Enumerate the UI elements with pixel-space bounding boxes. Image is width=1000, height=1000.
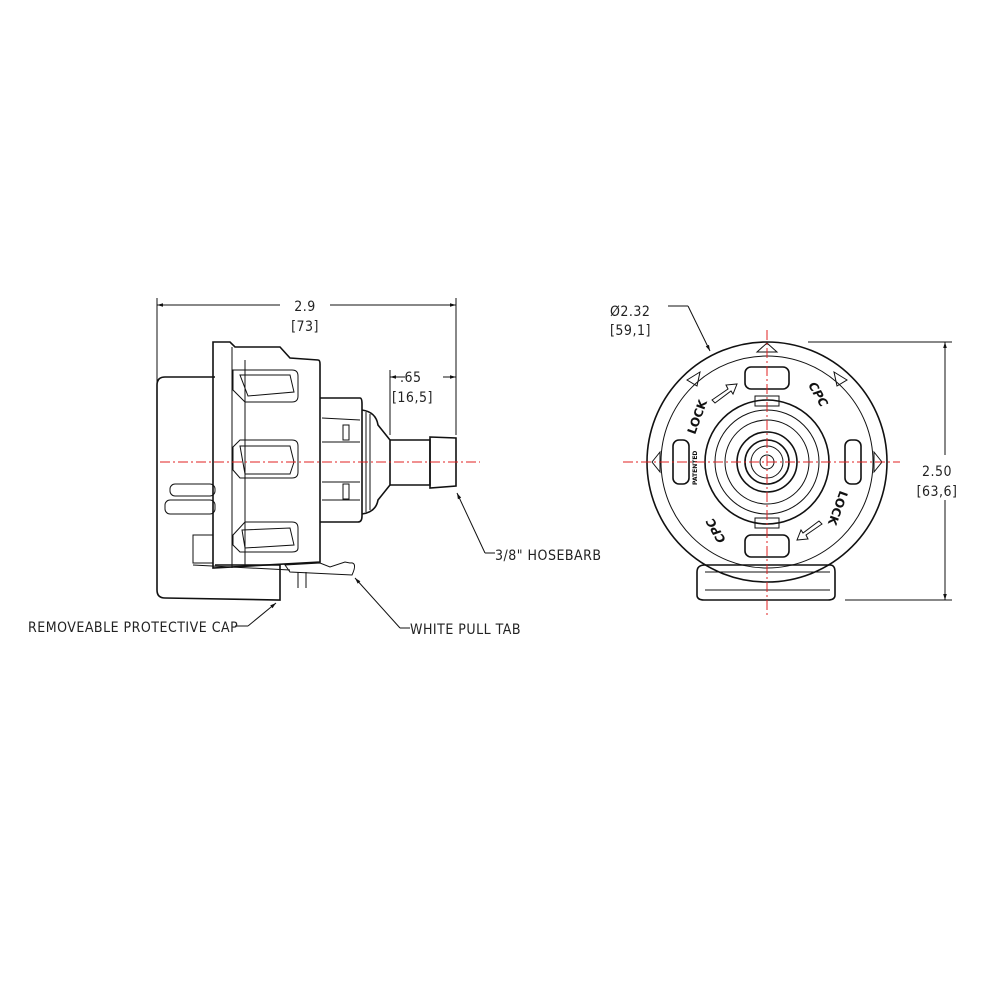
patented-marking: PATENTED [692, 451, 699, 485]
coupling-body [320, 397, 391, 523]
height-in: 2.50 [922, 464, 952, 480]
side-view: 2.9 [73] .65 [16,5] [28, 298, 602, 638]
coupling-flange [212, 341, 321, 569]
lock-marking-left: LOCK [685, 397, 711, 436]
overall-length-in: 2.9 [294, 299, 316, 315]
height-mm: [63,6] [917, 484, 958, 500]
diameter-in: Ø2.32 [610, 304, 650, 320]
brand-logo-bottom: CPC [703, 515, 728, 545]
barb-length-dimension: .65 [16,5] [389, 370, 456, 435]
lock-marking-right: LOCK [825, 489, 851, 528]
cap-callout: REMOVEABLE PROTECTIVE CAP [28, 620, 238, 636]
protective-cap [156, 376, 291, 601]
pull-tab [284, 561, 356, 588]
lock-arrow-icon [796, 520, 823, 541]
pull-tab-callout: WHITE PULL TAB [410, 622, 521, 638]
barb-length-mm: [16,5] [392, 390, 433, 406]
lock-arrow-icon [711, 383, 738, 404]
hosebarb-callout: 3/8" HOSEBARB [495, 548, 602, 564]
barb-length-in: .65 [400, 370, 422, 386]
overall-length-mm: [73] [291, 319, 319, 335]
diameter-dimension: Ø2.32 [59,1] [610, 304, 711, 352]
end-view: Ø2.32 [59,1] 2.50 [63,6] [610, 304, 957, 615]
diameter-mm: [59,1] [610, 323, 651, 339]
overall-length-dimension: 2.9 [73] [156, 298, 457, 435]
height-dimension: 2.50 [63,6] [808, 341, 958, 601]
brand-logo-top: CPC [805, 380, 830, 410]
